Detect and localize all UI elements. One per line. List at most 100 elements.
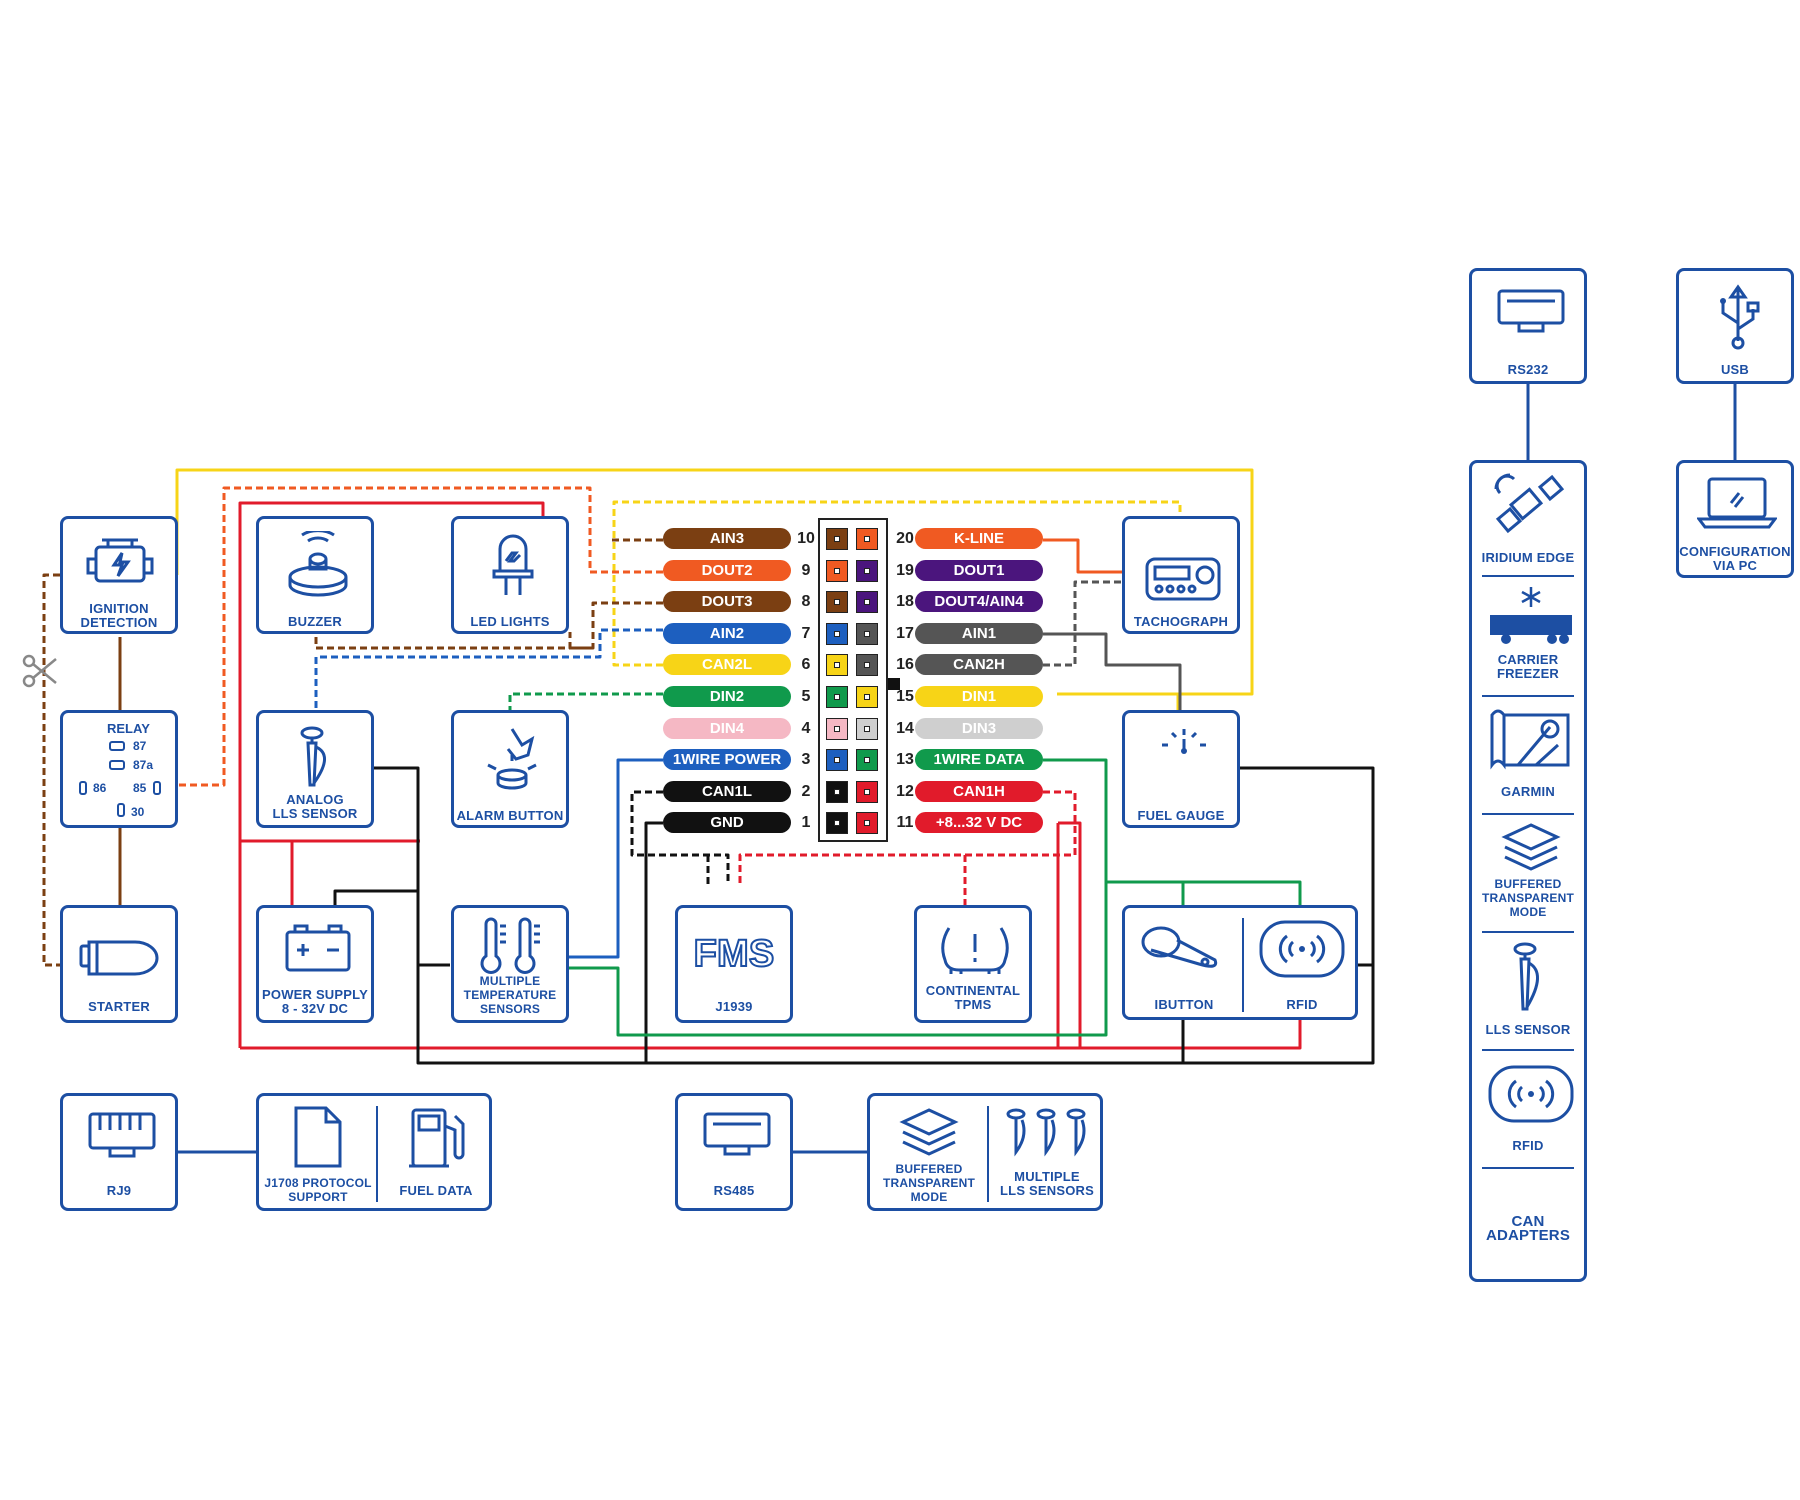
tachograph-box: TACHOGRAPH bbox=[1122, 516, 1240, 634]
rfid-icon bbox=[1259, 920, 1345, 978]
wire-1wire-data bbox=[565, 758, 1108, 1037]
pin-number-3: 3 bbox=[801, 751, 811, 768]
rs232-port-icon bbox=[1497, 289, 1565, 333]
wire-can1h bbox=[738, 790, 1077, 905]
pin-label-13: 1WIRE DATA bbox=[915, 749, 1043, 770]
can-adapters-panel: IRIDIUM EDGE CARRIER FREEZER GARMIN bbox=[1469, 460, 1587, 1282]
rs485-label: RS485 bbox=[713, 1183, 755, 1198]
pin-label-10: AIN3 bbox=[663, 528, 791, 549]
pin-number-4: 4 bbox=[801, 720, 811, 737]
rs485-box: RS485 bbox=[675, 1093, 793, 1211]
wire-red-power bbox=[240, 839, 420, 905]
pin-label-19: DOUT1 bbox=[915, 560, 1043, 581]
fuel-pump-icon bbox=[409, 1108, 465, 1168]
can-divider-5 bbox=[1482, 1049, 1574, 1051]
wire-ain1 bbox=[1043, 632, 1182, 712]
configuration-label: CONFIGURATION VIA PC bbox=[1679, 544, 1791, 573]
pin-number-19: 19 bbox=[896, 562, 914, 579]
pin-number-20: 20 bbox=[896, 530, 914, 547]
can-item-lls: LLS SENSOR bbox=[1485, 1022, 1571, 1037]
relay-terminal-86: 86 bbox=[93, 781, 107, 795]
ignition-detection-box: IGNITION DETECTION bbox=[60, 516, 178, 634]
relay-terminal-87: 87 bbox=[133, 739, 147, 753]
pin-label-15: DIN1 bbox=[915, 686, 1043, 707]
lls-probe-icon bbox=[300, 726, 326, 787]
starter-label: STARTER bbox=[88, 999, 150, 1014]
fms-box: FMS J1939 bbox=[675, 905, 793, 1023]
ibutton-rfid-divider bbox=[1242, 918, 1244, 1012]
led-lights-box: LED LIGHTS bbox=[451, 516, 569, 634]
relay-terminal-30-icon bbox=[117, 803, 125, 817]
tachograph-icon bbox=[1145, 557, 1221, 601]
pin-number-17: 17 bbox=[896, 625, 914, 642]
wire-can2h bbox=[1043, 580, 1125, 667]
pin-number-1: 1 bbox=[801, 814, 811, 831]
pin-number-8: 8 bbox=[801, 593, 811, 610]
starter-box: STARTER bbox=[60, 905, 178, 1023]
tachograph-label: TACHOGRAPH bbox=[1133, 614, 1229, 629]
pin-socket-11 bbox=[856, 812, 878, 834]
can-layers-icon bbox=[1501, 823, 1561, 871]
rs485-port-icon bbox=[703, 1112, 771, 1156]
usb-icon bbox=[1720, 284, 1760, 350]
buzzer-icon bbox=[288, 531, 348, 597]
pin-label-18: DOUT4/AIN4 bbox=[915, 591, 1043, 612]
pin-label-11: +8...32 V DC bbox=[915, 812, 1043, 833]
pin-socket-13 bbox=[856, 749, 878, 771]
pin-socket-10 bbox=[826, 528, 848, 550]
can-item-carrier: CARRIER FREEZER bbox=[1496, 652, 1560, 681]
multi-lls-icon bbox=[1006, 1108, 1086, 1157]
rs485-devices-box: BUFFERED TRANSPARENT MODE MULTIPLE LLS S… bbox=[867, 1093, 1103, 1211]
pin-label-20: K-LINE bbox=[915, 528, 1043, 549]
rj9-label: RJ9 bbox=[106, 1183, 132, 1198]
tpms-box: CONTINENTAL TPMS bbox=[914, 905, 1032, 1023]
pin-number-14: 14 bbox=[896, 720, 914, 737]
can-item-garmin: GARMIN bbox=[1501, 784, 1555, 799]
pin-number-10: 10 bbox=[797, 530, 815, 547]
rs485-devices-divider bbox=[987, 1106, 989, 1202]
wire-gnd-psu bbox=[333, 889, 418, 905]
rj9-port-icon bbox=[88, 1112, 156, 1158]
pin-socket-14 bbox=[856, 718, 878, 740]
pin-label-5: DIN2 bbox=[663, 686, 791, 707]
alarm-button-box: ALARM BUTTON bbox=[451, 710, 569, 828]
pin-label-2: CAN1L bbox=[663, 781, 791, 802]
ibutton-rfid-box: IBUTTON RFID bbox=[1122, 905, 1358, 1020]
can-divider-4 bbox=[1482, 931, 1574, 933]
pin-label-1: GND bbox=[663, 812, 791, 833]
tpms-icon bbox=[941, 927, 1009, 974]
pin-socket-2 bbox=[826, 781, 848, 803]
multi-lls-label: MULTIPLE LLS SENSORS bbox=[1000, 1169, 1094, 1198]
can-adapters-title: CAN ADAPTERS bbox=[1485, 1213, 1571, 1244]
pin-number-16: 16 bbox=[896, 656, 914, 673]
pin-socket-9 bbox=[826, 560, 848, 582]
snowflake-truck-icon bbox=[1490, 587, 1572, 644]
pin-label-12: CAN1H bbox=[915, 781, 1043, 802]
pin-socket-18 bbox=[856, 591, 878, 613]
pin-socket-7 bbox=[826, 623, 848, 645]
pin-label-4: DIN4 bbox=[663, 718, 791, 739]
wire-dout3-led bbox=[568, 632, 593, 650]
rs232-box: RS232 bbox=[1469, 268, 1587, 384]
can-lls-icon bbox=[1513, 942, 1539, 1011]
can-item-buffered: BUFFERED TRANSPARENT MODE bbox=[1482, 877, 1574, 919]
relay-terminal-87-icon bbox=[109, 741, 125, 751]
pin-label-3: 1WIRE POWER bbox=[663, 749, 791, 770]
can-item-rfid: RFID bbox=[1512, 1138, 1544, 1153]
ibutton-label: IBUTTON bbox=[1154, 997, 1214, 1012]
fuel-data-label: FUEL DATA bbox=[399, 1183, 473, 1198]
wire-cut-line bbox=[42, 573, 60, 967]
pin-label-8: DOUT3 bbox=[663, 591, 791, 612]
pin-socket-4 bbox=[826, 718, 848, 740]
can-item-iridium: IRIDIUM EDGE bbox=[1481, 550, 1575, 565]
pin-socket-6 bbox=[826, 654, 848, 676]
analog-lls-label: ANALOG LLS SENSOR bbox=[272, 792, 358, 821]
battery-icon bbox=[285, 924, 351, 972]
relay-terminal-87a-icon bbox=[109, 760, 125, 770]
pin-number-18: 18 bbox=[896, 593, 914, 610]
pin-number-12: 12 bbox=[896, 783, 914, 800]
relay-terminal-30: 30 bbox=[131, 805, 145, 819]
pin-socket-16 bbox=[856, 654, 878, 676]
